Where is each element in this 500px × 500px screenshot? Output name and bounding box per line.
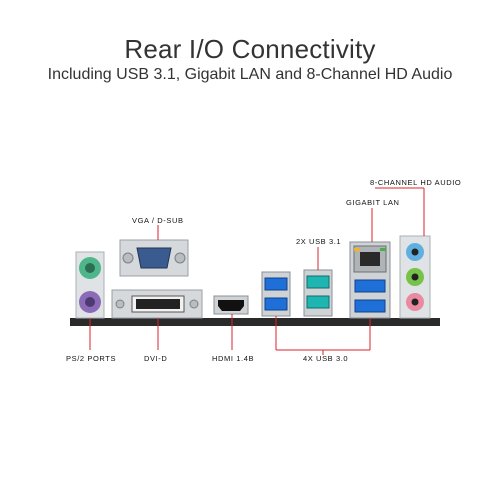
audio-jacks (399, 235, 431, 319)
page-subtitle: Including USB 3.1, Gigabit LAN and 8-Cha… (47, 66, 453, 83)
usb30-stack-left (261, 271, 291, 317)
usb31-stack (303, 269, 333, 317)
usb31-label: 2X USB 3.1 (296, 237, 342, 246)
dvi-d-port (111, 289, 203, 319)
lan-label: GIGABIT LAN (346, 198, 400, 207)
ps2-ports (75, 251, 105, 319)
ps2-label: PS/2 PORTS (66, 354, 117, 363)
hdmi-port (213, 295, 249, 315)
callout-lines (89, 187, 425, 355)
usb30-label: 4X USB 3.0 (303, 354, 349, 363)
vga-port (119, 239, 189, 277)
lan-usb-stack (349, 241, 391, 319)
page-title: Rear I/O Connectivity (124, 34, 376, 64)
audio-label: 8-CHANNEL HD AUDIO (370, 178, 462, 187)
io-shield-base (70, 318, 440, 326)
hdmi-label: HDMI 1.4B (212, 354, 255, 363)
dvi-label: DVI-D (144, 354, 168, 363)
vga-label: VGA / D-SUB (132, 216, 184, 225)
